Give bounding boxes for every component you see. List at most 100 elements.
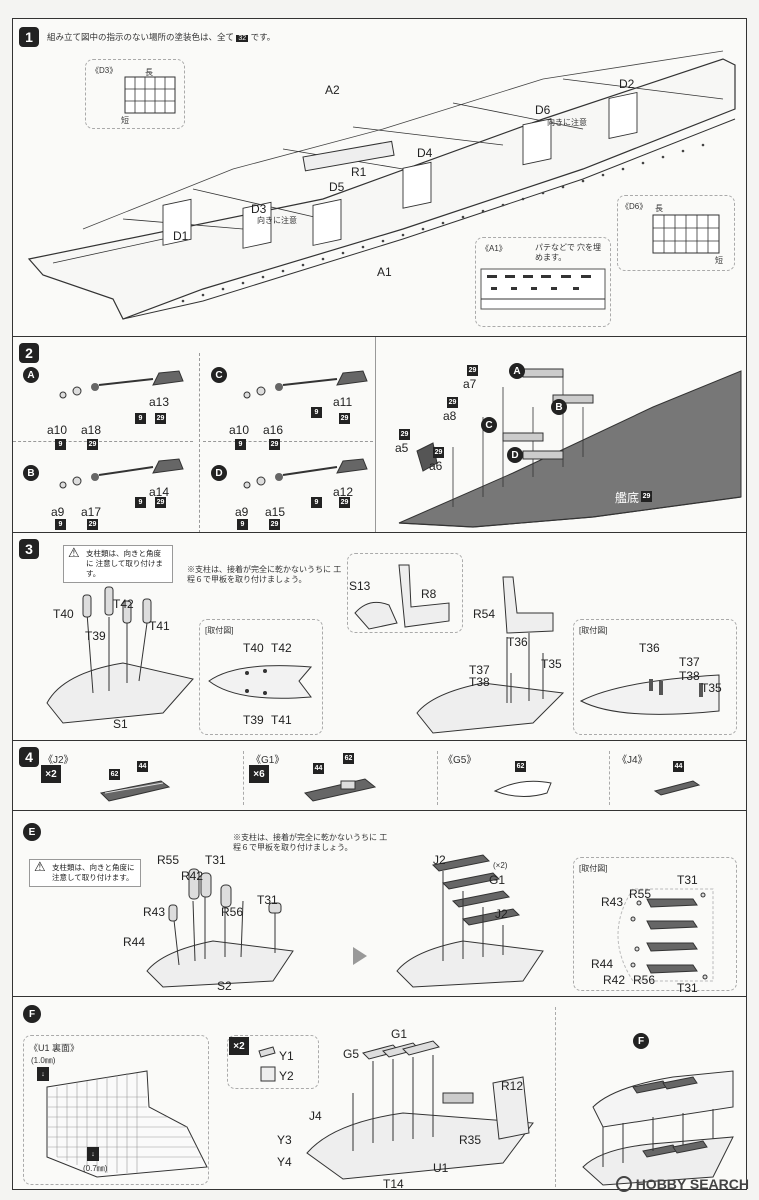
d6-long-label: 長 — [655, 204, 663, 213]
arrow-right-icon — [353, 947, 367, 965]
a1-inset-label: 《A1》 — [481, 244, 507, 253]
drill-icon: ↓ — [87, 1147, 99, 1161]
part-label-d6: D6 — [535, 103, 551, 117]
marker-a: A — [509, 363, 525, 379]
part-a9: a9 — [51, 505, 65, 519]
step-number: 2 — [19, 343, 39, 363]
color-29: 29 — [87, 439, 98, 450]
hull-bottom-diagram — [398, 368, 742, 528]
part-t42: T42 — [271, 641, 292, 655]
part-a14: a14 — [149, 485, 170, 499]
color-62: 62 — [109, 769, 120, 780]
d6-orient-note: 向きに注意 — [547, 118, 587, 127]
part-t31: T31 — [205, 853, 226, 867]
divider — [375, 337, 376, 532]
u1-underside-label: 《U1 裏面》 — [29, 1043, 80, 1053]
marker-d: D — [507, 447, 523, 463]
part-r12: R12 — [501, 1079, 524, 1093]
part-t39: T39 — [85, 629, 106, 643]
u1-underside-diagram — [46, 1070, 208, 1178]
color-9: 9 — [55, 439, 66, 450]
marker-f: F — [633, 1033, 649, 1049]
color-62: 62 — [343, 753, 354, 764]
part-r8: R8 — [421, 587, 437, 601]
step-1-panel: 1 組み立て図中の指示のない場所の塗装色は、全て 32 です。 《D3》 長 短… — [13, 19, 746, 337]
marker-b: B — [551, 399, 567, 415]
watermark-logo-icon — [615, 1176, 632, 1192]
d3-inset — [85, 59, 185, 129]
part-a9: a9 — [235, 505, 249, 519]
color-29: 29 — [447, 397, 458, 408]
boat-j4 — [653, 780, 701, 796]
part-t37: T37 — [469, 663, 490, 677]
part-label-d1: D1 — [173, 229, 189, 243]
d6-short-label: 短 — [715, 256, 723, 265]
g1-label: 《G1》 — [251, 755, 285, 766]
marker-e: E — [23, 823, 41, 841]
divider — [437, 751, 438, 805]
part-s1: S1 — [113, 717, 128, 731]
part-j2: J2 — [433, 853, 446, 867]
color-29: 29 — [339, 497, 350, 508]
step-3-panel: 3 支柱類は、向きと角度に 注意して取り付けます。 ※支柱は、接着が完全に乾かな… — [13, 533, 746, 741]
attach-view-label: [取付図] — [579, 864, 608, 873]
hull-bottom-label: 艦底 — [615, 491, 640, 505]
d3-short-label: 短 — [121, 116, 129, 125]
part-r55: R55 — [629, 887, 652, 901]
deck-s1-diagram — [46, 586, 194, 724]
boat-j2 — [99, 780, 171, 802]
part-t31: T31 — [677, 873, 698, 887]
u1-deck-assembly-diagram — [306, 1040, 534, 1180]
part-g1: G1 — [391, 1027, 408, 1041]
step-instruction: 組み立て図中の指示のない場所の塗装色は、全て 32 です。 — [47, 32, 276, 42]
u1-underside-inset — [23, 1035, 209, 1185]
divider — [609, 751, 610, 805]
attach-view-1 — [199, 619, 323, 735]
r8-s13-diagram — [354, 564, 450, 630]
drill-size-1: (1.0㎜) — [31, 1056, 56, 1065]
assembly-a-diagram — [59, 370, 184, 399]
attach-view-1-diagram — [208, 665, 313, 699]
part-j2: J2 — [495, 907, 508, 921]
color-29: 29 — [87, 519, 98, 530]
d3-orient-note: 向きに注意 — [257, 216, 297, 225]
color-9: 9 — [237, 519, 248, 530]
boat-g1 — [304, 778, 377, 802]
color-29: 29 — [641, 491, 652, 502]
color-44: 44 — [673, 761, 684, 772]
d6-inset-label: 《D6》 — [621, 202, 648, 211]
part-t41: T41 — [271, 713, 292, 727]
color-44: 44 — [313, 763, 324, 774]
step-f-panel: F 《U1 裏面》 (1.0㎜) ↓ ↓ (0.7㎜) ×2 Y1 Y2 — [13, 997, 746, 1191]
assembly-b-diagram — [59, 458, 184, 489]
part-s13: S13 — [349, 579, 371, 593]
drill-size-2: (0.7㎜) — [83, 1164, 108, 1173]
d3-inset-label: 《D3》 — [91, 66, 118, 75]
part-a11: a11 — [333, 395, 353, 409]
warning-box: 支柱類は、向きと角度に 注意して取り付けます。 — [29, 859, 141, 887]
part-g1: G1 — [489, 873, 506, 887]
part-label-d3: D3 — [251, 202, 267, 216]
deck-boats-diagram — [396, 854, 544, 988]
part-a7: a7 — [463, 377, 477, 391]
y-multiplier: ×2 — [229, 1037, 249, 1055]
step3-note: ※支柱は、接着が完全に乾かないうちに 工程６で甲板を取り付けましょう。 — [187, 565, 342, 584]
part-t40: T40 — [53, 607, 74, 621]
part-t41: T41 — [149, 619, 170, 633]
part-a12: a12 — [333, 485, 354, 499]
part-t37: T37 — [679, 655, 700, 669]
color-62: 62 — [515, 761, 526, 772]
step-2-panel: 2 A a13 9 29 a10 a18 9 29 B a14 9 29 a9 … — [13, 337, 746, 533]
color-29: 29 — [269, 519, 280, 530]
part-a16: a16 — [263, 423, 284, 437]
part-a10: a10 — [229, 423, 250, 437]
step-e-panel: E 支柱類は、向きと角度に 注意して取り付けます。 ※支柱は、接着が完全に乾かな… — [13, 811, 746, 997]
part-r43: R43 — [601, 895, 624, 909]
j2-multiplier: ×2 — [41, 765, 61, 783]
part-a15: a15 — [265, 505, 286, 519]
d6-grille-diagram — [652, 214, 720, 254]
part-r35: R35 — [459, 1133, 482, 1147]
part-y4: Y4 — [277, 1155, 292, 1169]
part-a13: a13 — [149, 395, 170, 409]
part-t31: T31 — [257, 893, 278, 907]
